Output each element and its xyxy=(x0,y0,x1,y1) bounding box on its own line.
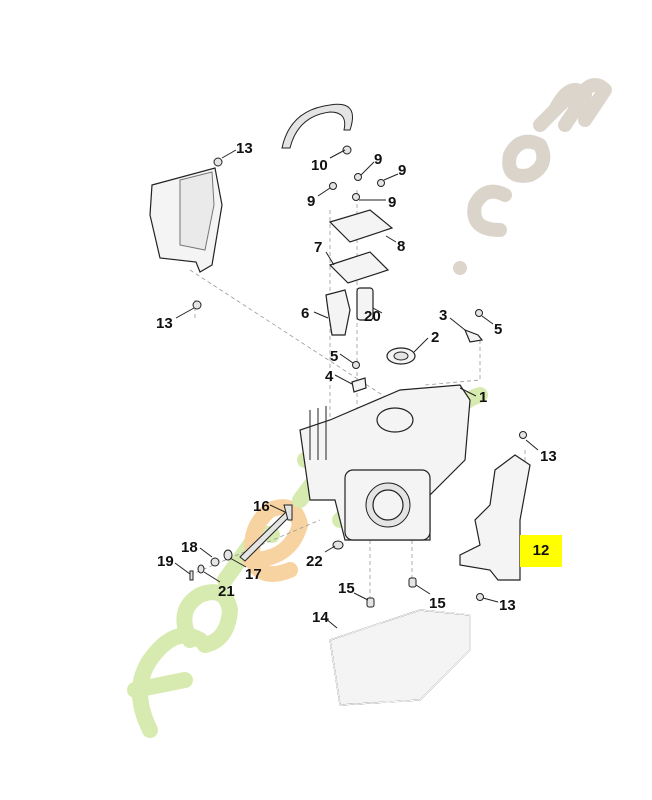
callout-14[interactable]: 14 xyxy=(312,609,329,626)
callout-13[interactable]: 13 xyxy=(499,597,516,614)
callout-4[interactable]: 4 xyxy=(325,368,334,385)
leader-lines xyxy=(174,149,539,629)
callout-9[interactable]: 9 xyxy=(398,162,406,179)
callout-19[interactable]: 19 xyxy=(157,553,174,570)
callout-5[interactable]: 5 xyxy=(330,348,338,365)
callout-2[interactable]: 2 xyxy=(431,329,439,346)
part-12-shroud xyxy=(459,454,531,581)
callout-16[interactable]: 16 xyxy=(253,498,270,515)
callout-13[interactable]: 13 xyxy=(156,315,173,332)
callout-9[interactable]: 9 xyxy=(388,194,396,211)
breather-hose xyxy=(281,103,353,149)
highlighted-callout-12[interactable]: 12 xyxy=(520,535,562,567)
part-7-gasket xyxy=(328,251,390,284)
callout-18[interactable]: 18 xyxy=(181,539,198,556)
part-14-gasket xyxy=(329,609,471,706)
callout-20[interactable]: 20 xyxy=(364,308,381,325)
callout-8[interactable]: 8 xyxy=(397,238,405,255)
callout-15[interactable]: 15 xyxy=(338,580,355,597)
callout-13[interactable]: 13 xyxy=(540,448,557,465)
callout-22[interactable]: 22 xyxy=(306,553,323,570)
part-1-crankcase xyxy=(299,384,471,541)
callout-1[interactable]: 1 xyxy=(479,389,487,406)
callout-7[interactable]: 7 xyxy=(314,239,322,256)
part-3-bracket xyxy=(463,328,484,343)
fasteners xyxy=(189,145,527,608)
callout-10[interactable]: 10 xyxy=(311,157,328,174)
part-20 xyxy=(356,287,374,321)
callout-9[interactable]: 9 xyxy=(374,151,382,168)
callout-17[interactable]: 17 xyxy=(245,566,262,583)
part-8-cover-plate xyxy=(328,209,394,243)
callout-labels: 13 10 9 9 9 9 8 7 13 6 20 3 5 2 5 4 1 13… xyxy=(156,140,557,626)
callout-5[interactable]: 5 xyxy=(494,321,502,338)
callout-9[interactable]: 9 xyxy=(307,193,315,210)
callout-13[interactable]: 13 xyxy=(236,140,253,157)
callout-15[interactable]: 15 xyxy=(429,595,446,612)
callout-3[interactable]: 3 xyxy=(439,307,447,324)
callout-6[interactable]: 6 xyxy=(301,305,309,322)
part-6 xyxy=(325,289,351,336)
callout-21[interactable]: 21 xyxy=(218,583,235,600)
part-4 xyxy=(351,377,367,393)
callout-12-label: 12 xyxy=(532,542,550,559)
